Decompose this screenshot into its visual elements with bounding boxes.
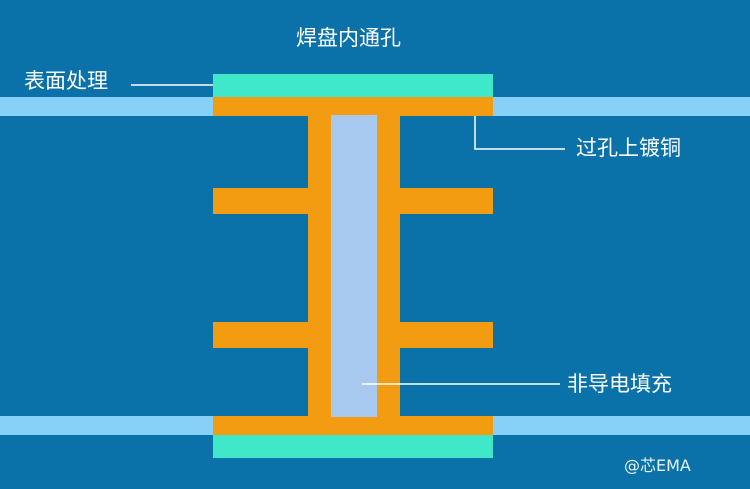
non-conductive-fill [331, 115, 377, 417]
board-layer-top-left [0, 97, 214, 116]
board-layer-top-right [492, 97, 750, 116]
label-non-conductive-fill: 非导电填充 [567, 372, 672, 396]
bottom-pad-copper [213, 416, 493, 435]
leader-line-via-plating [474, 116, 565, 150]
surface-finish-top [213, 74, 493, 97]
via-barrel-right [376, 115, 400, 417]
diagram-title: 焊盘内通孔 [296, 26, 401, 50]
label-via-plating: 过孔上镀铜 [576, 136, 681, 160]
via-barrel-left [308, 115, 332, 417]
board-layer-bottom-right [492, 416, 750, 435]
surface-finish-bottom [213, 435, 493, 458]
watermark: @芯EMA [624, 456, 691, 475]
top-pad-copper [213, 97, 493, 116]
board-layer-bottom-left [0, 416, 214, 435]
label-surface-finish: 表面处理 [24, 69, 108, 93]
